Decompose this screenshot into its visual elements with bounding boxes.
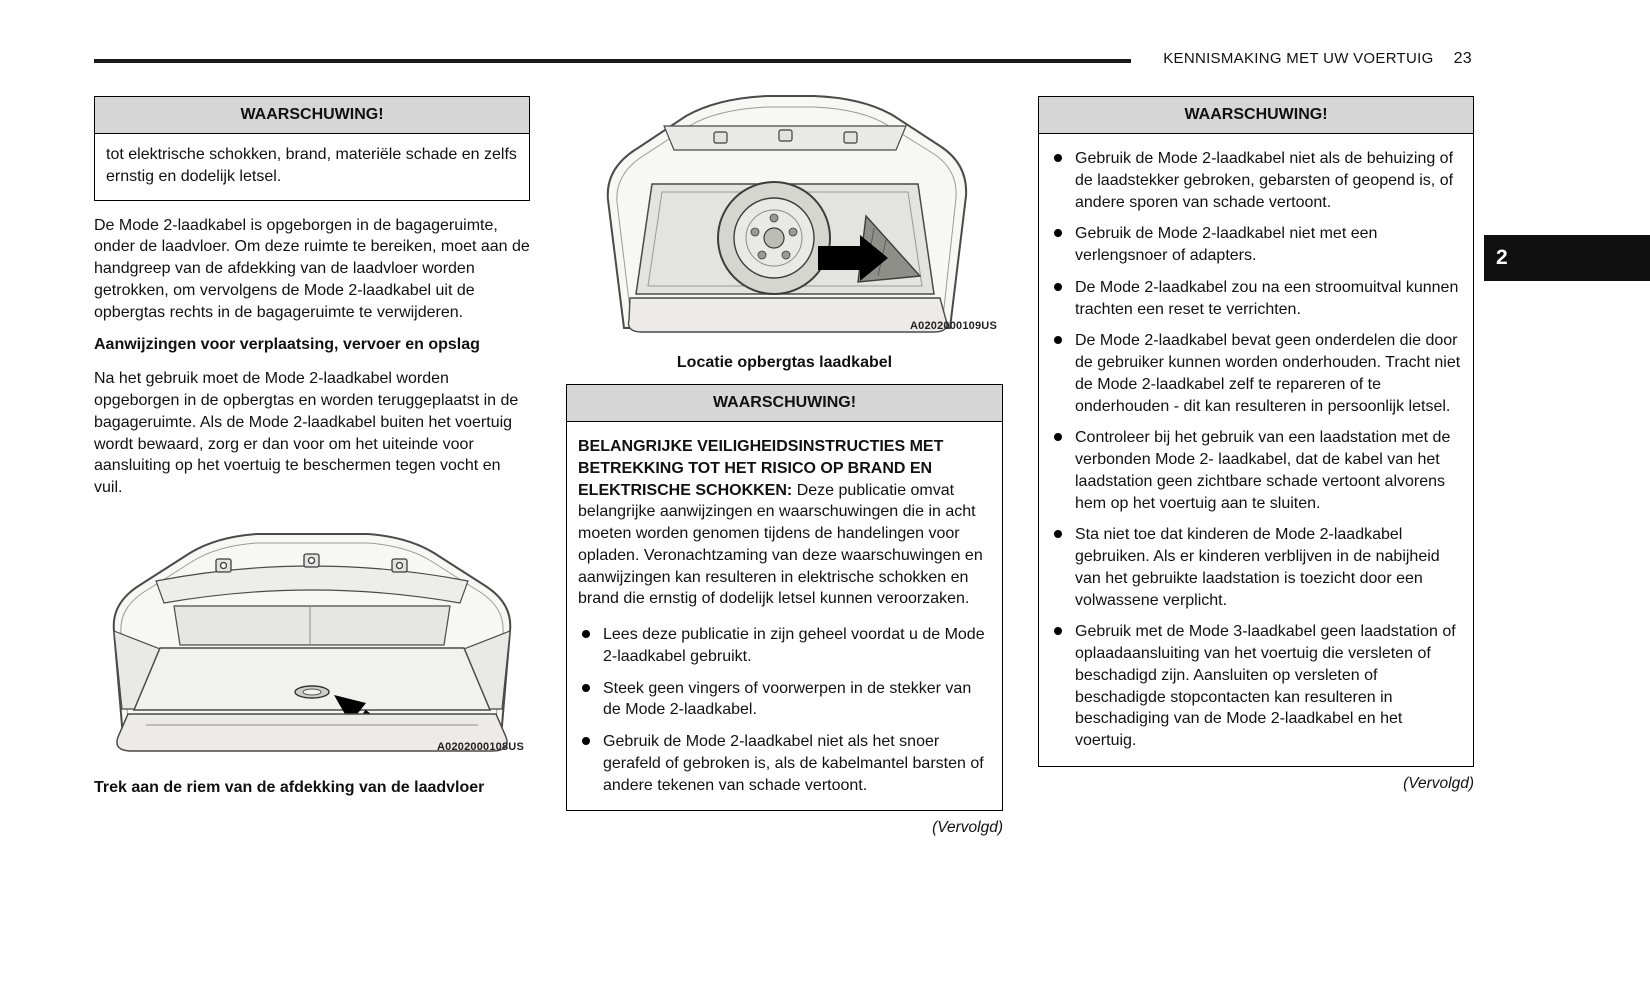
cargo-floor-figure: A0202000108US: [94, 509, 530, 761]
chapter-tab: 2: [1484, 235, 1650, 281]
warning-intro: BELANGRIJKE VEILIGHEIDSINSTRUCTIES MET B…: [578, 436, 991, 610]
header-rule: [94, 59, 1131, 63]
bullet-text: Lees deze publicatie in zijn geheel voor…: [603, 626, 985, 665]
bullet-text: De Mode 2-laadkabel zou na een stroomuit…: [1075, 278, 1459, 318]
chapter-tab-label: 2: [1496, 246, 1508, 269]
figure-caption: Trek aan de riem van de afdekking van de…: [94, 778, 485, 796]
bullet-text: Controleer bij het gebruik van een laads…: [1075, 429, 1451, 512]
warning-box-left: WAARSCHUWING! tot elektrische schokken, …: [94, 96, 530, 201]
bullet-text: Sta niet toe dat kinderen de Mode 2-laad…: [1075, 526, 1440, 609]
warning-bullet: Controleer bij het gebruik van een laads…: [1050, 427, 1462, 514]
warning-box-right: WAARSCHUWING! Gebruik de Mode 2-laadkabe…: [1038, 96, 1474, 767]
continued-note: (Vervolgd): [1403, 774, 1474, 792]
bullet-icon: [1054, 229, 1062, 238]
storage-bag-figure: A0202000109US: [566, 88, 1003, 340]
warning-bullet: Sta niet toe dat kinderen de Mode 2-laad…: [1050, 524, 1462, 611]
bullet-text: Gebruik met de Mode 3-laadkabel geen laa…: [1075, 623, 1456, 749]
paragraph: De Mode 2-laadkabel is opgeborgen in de …: [94, 216, 530, 321]
warning-bullet: Gebruik met de Mode 3-laadkabel geen laa…: [1050, 621, 1462, 752]
figure-code: A0202000109US: [909, 320, 997, 332]
cargo-floor-illustration: [112, 532, 512, 752]
warning-box-middle: WAARSCHUWING! BELANGRIJKE VEILIGHEIDSINS…: [566, 384, 1003, 812]
warning-box-body: BELANGRIJKE VEILIGHEIDSINSTRUCTIES MET B…: [567, 422, 1002, 810]
warning-box-body: tot elektrische schokken, brand, materië…: [106, 146, 517, 185]
bullet-icon: [1054, 627, 1062, 636]
warning-box-title: WAARSCHUWING!: [567, 385, 1002, 422]
bullet-icon: [582, 630, 590, 638]
bullet-icon: [1054, 336, 1062, 345]
warning-box-title: WAARSCHUWING!: [95, 97, 529, 134]
warning-box-body: Gebruik de Mode 2-laadkabel niet als de …: [1039, 134, 1473, 766]
warning-intro-rest: Deze publicatie omvat belangrijke aanwij…: [578, 481, 983, 608]
bullet-icon: [1054, 530, 1062, 539]
left-column: WAARSCHUWING! tot elektrische schokken, …: [94, 96, 530, 797]
warning-box-title: WAARSCHUWING!: [1039, 97, 1473, 134]
continued-note: (Vervolgd): [932, 819, 1003, 837]
figure-caption: Locatie opbergtas laadkabel: [676, 354, 893, 371]
warning-bullet: Gebruik de Mode 2-laadkabel niet als het…: [578, 731, 991, 796]
spare-wheel-storage-illustration: [606, 95, 968, 333]
warning-bullet: Steek geen vingers of voorwerpen in de s…: [578, 678, 991, 722]
bullet-text: De Mode 2-laadkabel bevat geen onderdele…: [1075, 332, 1461, 415]
warning-bullet: Gebruik de Mode 2-laadkabel niet met een…: [1050, 223, 1462, 267]
bullet-text: Gebruik de Mode 2-laadkabel niet als het…: [603, 733, 984, 794]
paragraph: Na het gebruik moet de Mode 2-laadkabel …: [94, 370, 519, 496]
warning-bullet-list: Lees deze publicatie in zijn geheel voor…: [578, 624, 991, 796]
running-header: KENNISMAKING MET UW VOERTUIG 23: [1163, 50, 1472, 68]
bullet-text: Steek geen vingers of voorwerpen in de s…: [603, 679, 972, 719]
warning-bullet: De Mode 2-laadkabel zou na een stroomuit…: [1050, 277, 1462, 321]
middle-column: A0202000109US Locatie opbergtas laadkabe…: [566, 88, 1003, 837]
subheading: Aanwijzingen voor verplaatsing, vervoer …: [94, 336, 480, 354]
figure-code: A0202000108US: [436, 740, 524, 753]
warning-bullet: De Mode 2-laadkabel bevat geen onderdele…: [1050, 330, 1462, 417]
bullet-text: Gebruik de Mode 2-laadkabel niet als de …: [1075, 150, 1454, 211]
bullet-text: Gebruik de Mode 2-laadkabel niet met een…: [1075, 225, 1378, 264]
page-number: 23: [1453, 50, 1472, 67]
bullet-icon: [582, 683, 590, 692]
bullet-icon: [582, 737, 590, 745]
warning-bullet-list: Gebruik de Mode 2-laadkabel niet als de …: [1050, 148, 1462, 752]
chapter-title: KENNISMAKING MET UW VOERTUIG: [1163, 50, 1434, 67]
right-column: WAARSCHUWING! Gebruik de Mode 2-laadkabe…: [1038, 96, 1474, 793]
bullet-icon: [1054, 433, 1062, 442]
bullet-icon: [1054, 282, 1062, 291]
bullet-icon: [1054, 154, 1062, 162]
warning-intro-bold: BELANGRIJKE VEILIGHEIDSINSTRUCTIES MET B…: [578, 438, 944, 499]
warning-bullet: Gebruik de Mode 2-laadkabel niet als de …: [1050, 148, 1462, 213]
warning-bullet: Lees deze publicatie in zijn geheel voor…: [578, 624, 991, 668]
